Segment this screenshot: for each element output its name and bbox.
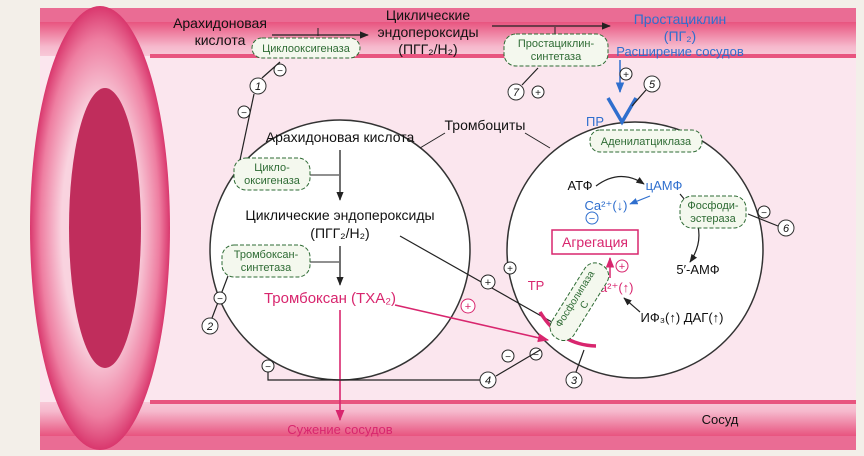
minus-ca-aggregation-sign: − (589, 213, 595, 225)
drug-6-line (747, 213, 779, 227)
plus-edge-sign: + (507, 264, 513, 275)
drug-6-number: 6 (783, 223, 790, 235)
left-cyclic-line1: Циклические эндопероксиды (245, 207, 434, 223)
drug-3-minus-sign: − (533, 350, 539, 361)
drug-7-plus (531, 85, 545, 99)
drug-7-number: 7 (513, 87, 520, 99)
arrow-atp-to-camp (595, 175, 645, 187)
drug-7-plus-sign: + (535, 88, 541, 99)
top-prostacyclin-line2: (ПГ₂) (664, 28, 696, 44)
drug-5-line (631, 89, 647, 107)
drug-1-number: 1 (255, 81, 261, 93)
drug-3-number: 3 (571, 375, 578, 387)
drug-4-minus-left (261, 359, 275, 373)
vessel-opening-hole (69, 88, 141, 368)
plus-cyclic-tr-sign: + (485, 277, 491, 289)
drug-4-line-right (495, 349, 541, 377)
drug-3-line (575, 349, 585, 373)
drug-6-minus-sign: − (761, 208, 767, 219)
drug-1-circle (249, 77, 267, 95)
top-pcs-box (503, 33, 609, 67)
top-cox-box (251, 37, 361, 59)
minus-ca-aggregation (585, 211, 599, 225)
left-thromboxane: Тромбоксан (ТХА₂) (264, 290, 396, 307)
plc-line2: С (578, 299, 591, 311)
adenylate-cyclase-box (589, 129, 703, 153)
left-txs-line1: Тромбоксан- (234, 249, 299, 261)
plus-ca-aggregation-sign: + (619, 261, 625, 273)
top-cyclic-line1: Циклические (386, 7, 470, 23)
drug-7-line (521, 67, 539, 86)
tr-label: ТР (528, 278, 545, 293)
amp-label: 5′-АМФ (676, 262, 719, 277)
drug-1-minus-top (273, 63, 287, 77)
drug-6-circle (777, 219, 795, 237)
left-cox-line2: оксигеназа (244, 175, 301, 187)
plus-txa-tr-sign: + (465, 301, 471, 313)
arrow-ip3-to-ca (623, 297, 641, 313)
arrow-camp-to-ca (629, 195, 651, 205)
vessel-label: Сосуд (702, 412, 739, 427)
top-pcs-line2: синтетаза (531, 51, 582, 63)
drug-3-circle (565, 371, 583, 389)
arrow-txa-to-tr (394, 304, 550, 343)
plc-box (549, 262, 610, 342)
top-pcs-line1: Простациклин- (518, 38, 595, 50)
drug-5-circle (643, 75, 661, 93)
drug-7-circle (507, 83, 525, 101)
drug-6-minus (757, 205, 771, 219)
top-arachidonic-line2: кислота (195, 32, 246, 48)
left-txs-box (221, 244, 311, 278)
left-arachidonic: Арахидоновая кислота (266, 129, 415, 145)
ip3-dag-label: ИФ₃(↑) ДАГ(↑) (641, 310, 724, 325)
drug-2-minus-sign: − (217, 294, 223, 305)
vasoconstriction-label: Сужение сосудов (287, 422, 393, 437)
plus-ca-aggregation (615, 259, 629, 273)
top-cyclic-line3: (ПГГ₂/Н₂) (398, 41, 457, 57)
pr-label: ПР (586, 114, 604, 129)
drug-5-plus (619, 67, 633, 81)
top-vasodilation: Расширение сосудов (616, 44, 744, 59)
left-cox-box (233, 157, 311, 191)
aggregation-label: Агрегация (562, 234, 628, 250)
drug-1-minus-cell-sign: − (241, 108, 247, 119)
plus-txa-tr (460, 298, 476, 314)
plus-cyclic-tr (480, 274, 496, 290)
aggregation-box (551, 229, 639, 255)
top-arachidonic-line1: Арахидоновая (173, 15, 267, 31)
left-cyclic-line2: (ПГГ₂/Н₂) (310, 225, 369, 241)
drug-5-number: 5 (649, 79, 656, 91)
adenylate-cyclase-label: Аденилатциклаза (601, 136, 692, 148)
top-cyclic-line2: эндопероксиды (377, 24, 478, 40)
camp-label: цАМФ (646, 178, 683, 193)
drug-4-minus-right-sign: − (505, 352, 511, 363)
platelets-pointer-left (419, 132, 446, 149)
top-cox-label: Циклооксигеназа (262, 43, 351, 55)
drug-1-minus-top-sign: − (277, 66, 283, 77)
left-txs-line2: синтетаза (241, 262, 292, 274)
pde-line2: эстераза (690, 213, 736, 225)
left-cox-line1: Цикло- (254, 162, 290, 174)
pde-box (679, 195, 747, 229)
drug-1-minus-cell (237, 105, 251, 119)
drug-2-minus (213, 291, 227, 305)
drug-4-minus-left-sign: − (265, 362, 271, 373)
ca-down-label: Ca²⁺(↓) (585, 198, 628, 213)
platelets-pointer-right (524, 132, 551, 149)
pr-receptor (606, 97, 638, 126)
atp-label: АТФ (567, 178, 592, 193)
platelets-label: Тромбоциты (445, 117, 526, 133)
drug-2-number: 2 (206, 321, 213, 333)
drug-4-minus-right (501, 349, 515, 363)
plus-edge (503, 261, 517, 275)
drug-4-number: 4 (485, 375, 491, 387)
drug-1-line-cell (239, 93, 255, 161)
top-prostacyclin-line1: Простациклин (634, 11, 727, 27)
pde-line1: Фосфоди- (687, 200, 738, 212)
drug-5-plus-sign: + (623, 70, 629, 81)
drug-2-circle (201, 317, 219, 335)
